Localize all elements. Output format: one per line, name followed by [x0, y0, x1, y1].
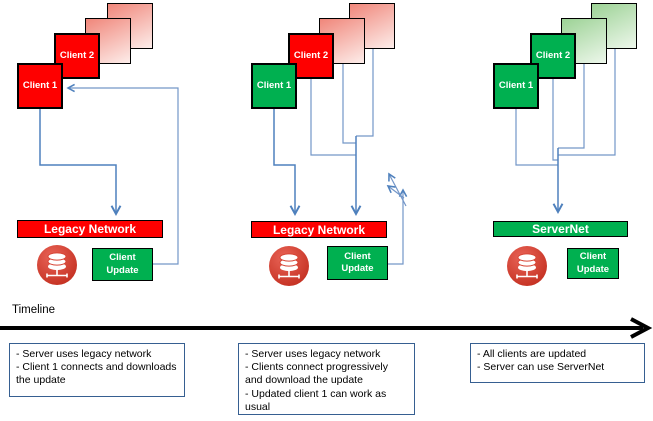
- legacy-network-label: Legacy Network: [43, 222, 137, 236]
- database-server-icon: [507, 246, 547, 286]
- client-update-label: Client Update: [341, 250, 374, 274]
- client-1-box-updated: Client 1: [493, 63, 539, 109]
- legacy-network-bar: Legacy Network: [17, 220, 163, 238]
- servernet-bar: ServerNet: [493, 221, 628, 237]
- timeline-arrow: [0, 317, 653, 339]
- client-1-label: Client 1: [498, 80, 534, 92]
- client-1-box-updated: Client 1: [251, 63, 297, 109]
- phase1-note-box: - Server uses legacy network - Client 1 …: [9, 343, 185, 397]
- timeline-label: Timeline: [12, 304, 56, 316]
- legacy-network-bar: Legacy Network: [251, 221, 387, 238]
- note-line: - Server can use ServerNet: [477, 361, 605, 374]
- servernet-label: ServerNet: [532, 222, 589, 236]
- note-line: - Server uses legacy network: [245, 348, 381, 360]
- client-1-box: Client 1: [17, 63, 63, 109]
- client-2-label: Client 2: [293, 50, 329, 62]
- client-update-label: Client Update: [106, 252, 139, 276]
- client-update-box: Client Update: [567, 248, 619, 279]
- note-line: - Updated client 1 can work as usual: [245, 387, 387, 413]
- client-update-box: Client Update: [92, 248, 153, 281]
- client-1-label: Client 1: [22, 80, 58, 92]
- client-update-box: Client Update: [327, 246, 388, 280]
- progressive-connect-zigzag-arrow: [388, 172, 407, 207]
- note-line: - Clients connect progressively and down…: [245, 361, 388, 387]
- phase3-note-box: - All clients are updated - Server can u…: [470, 343, 645, 383]
- database-server-icon: [37, 245, 77, 285]
- client-update-label: Client Update: [576, 251, 610, 275]
- note-line: - Client 1 connects and downloads the up…: [16, 361, 177, 387]
- database-server-icon: [269, 246, 309, 286]
- legacy-network-label: Legacy Network: [272, 222, 366, 237]
- phase2-note-box: - Server uses legacy network - Clients c…: [238, 343, 415, 415]
- note-line: - Server uses legacy network: [16, 348, 152, 360]
- client-1-label: Client 1: [256, 80, 292, 92]
- note-line: - All clients are updated: [477, 348, 587, 360]
- client-2-label: Client 2: [59, 50, 95, 62]
